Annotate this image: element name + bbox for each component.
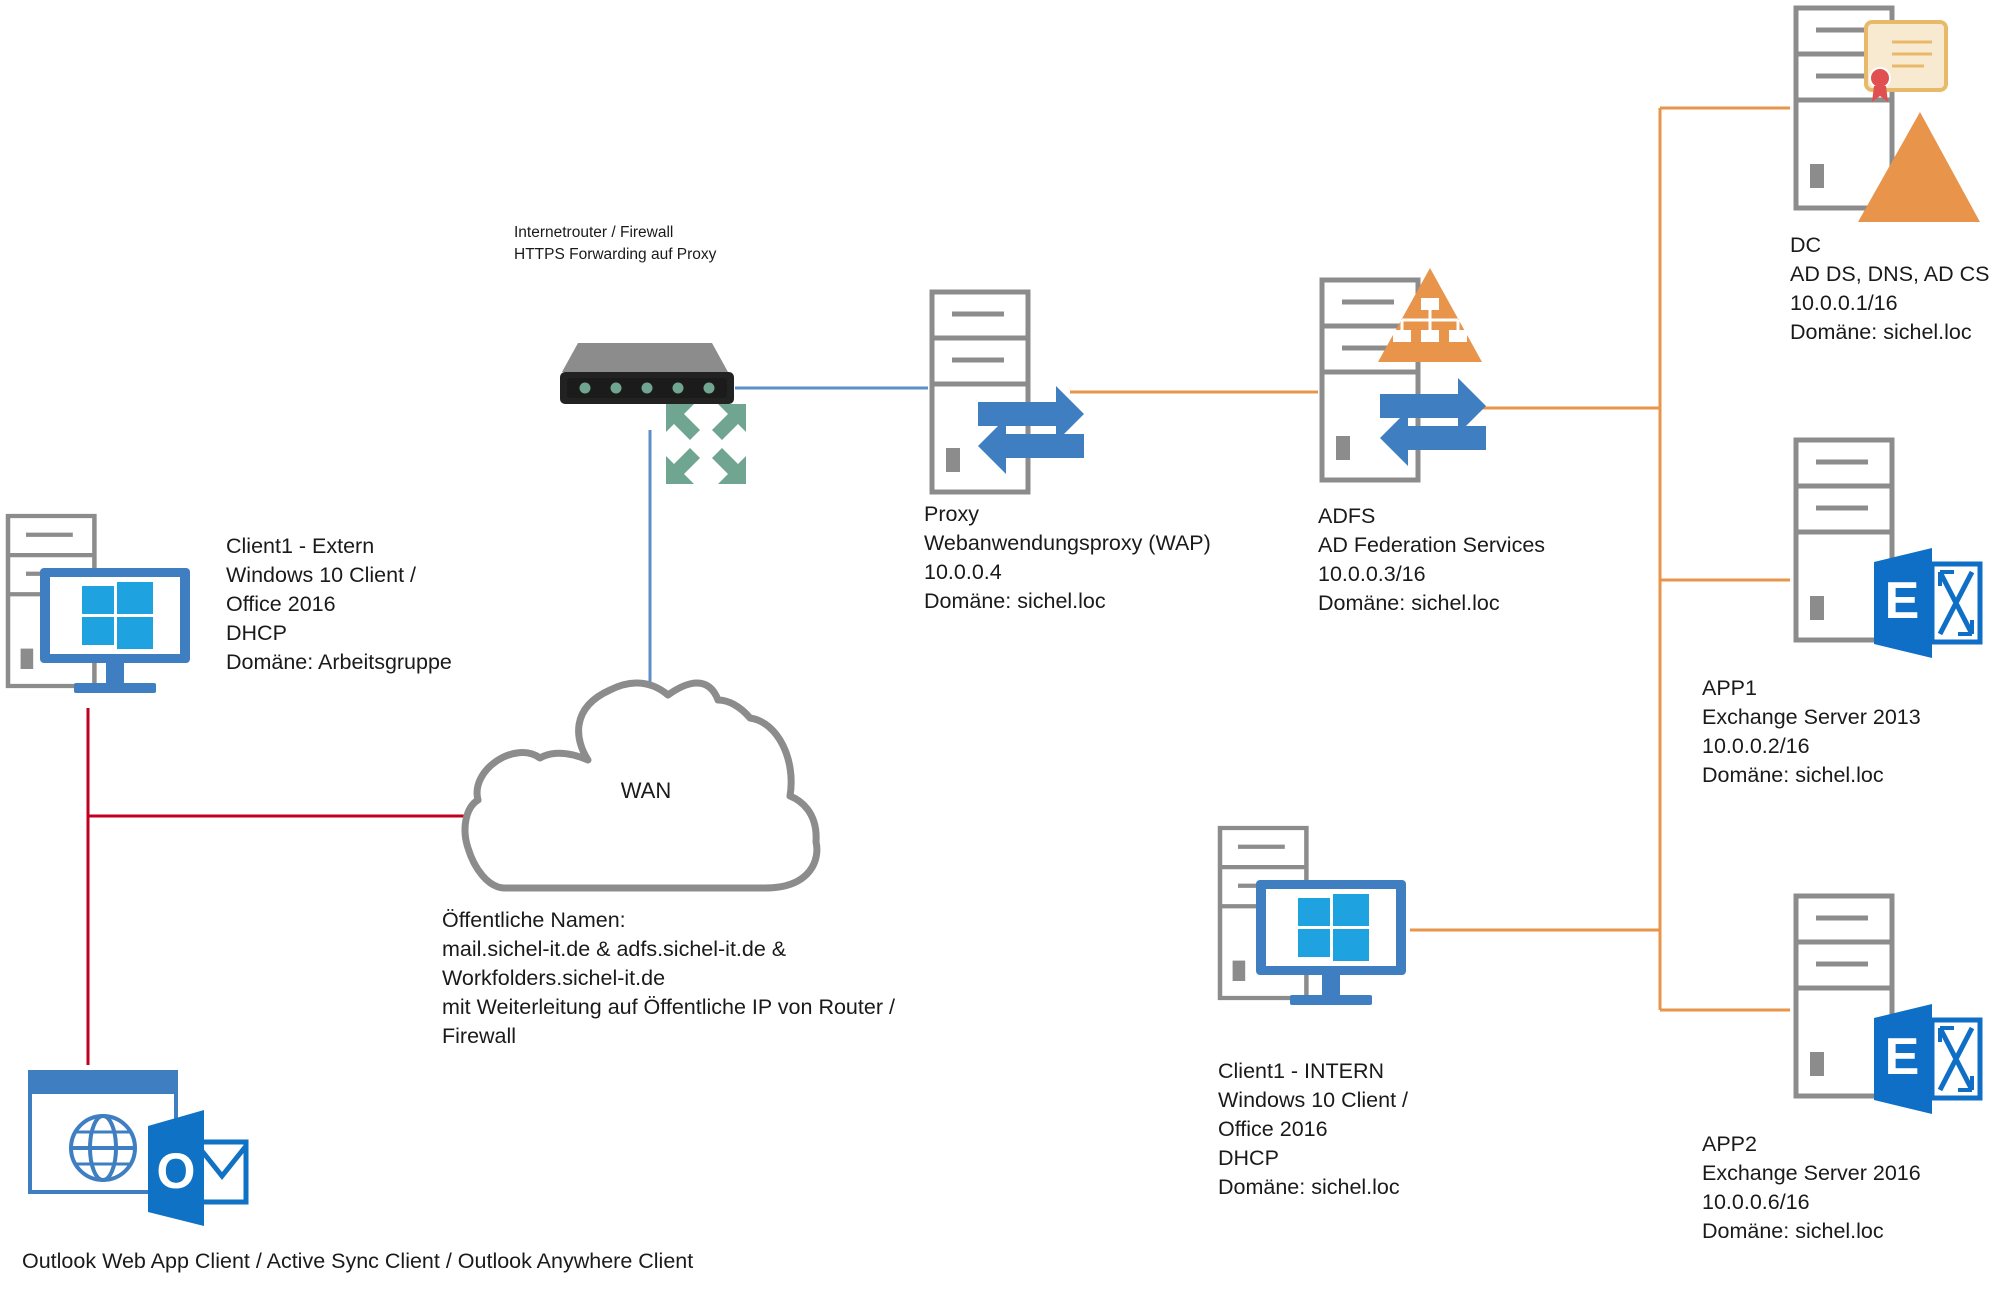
client-intern-label-line: Windows 10 Client / bbox=[1218, 1088, 1408, 1112]
adfs-label-line: AD Federation Services bbox=[1318, 533, 1546, 557]
ad-triangle-icon bbox=[1858, 112, 1980, 222]
proxy-server-icon bbox=[932, 292, 1028, 492]
client-extern-label-line: Client1 - Extern bbox=[226, 534, 375, 558]
wan-names-line: mit Weiterleitung auf Öffentliche IP von… bbox=[442, 995, 895, 1019]
client-intern-label-line: Client1 - INTERN bbox=[1218, 1059, 1385, 1083]
adfs-label-line: Domäne: sichel.loc bbox=[1318, 591, 1500, 615]
router-label-line: Internetrouter / Firewall bbox=[514, 224, 674, 241]
router-label-line: HTTPS Forwarding auf Proxy bbox=[514, 246, 717, 263]
dc-label-line: AD DS, DNS, AD CS bbox=[1790, 262, 1990, 286]
app2-exchange-icon: E bbox=[1874, 1004, 1980, 1114]
client-intern-label-line: DHCP bbox=[1218, 1146, 1279, 1170]
router-icon bbox=[560, 343, 734, 404]
outlook-icon: O bbox=[148, 1110, 249, 1226]
adfs-hierarchy-icon bbox=[1378, 268, 1482, 362]
outlook-letter: O bbox=[157, 1143, 196, 1199]
outlook-client-label: Outlook Web App Client / Active Sync Cli… bbox=[22, 1247, 693, 1276]
adfs-label-line: 10.0.0.3/16 bbox=[1318, 562, 1426, 586]
app1-label-line: APP1 bbox=[1702, 676, 1757, 700]
adfs-label-line: ADFS bbox=[1318, 504, 1376, 528]
app2-label-line: Domäne: sichel.loc bbox=[1702, 1219, 1884, 1243]
wan-label: WAN bbox=[621, 778, 672, 803]
client-extern-label: Client1 - Extern Windows 10 Client / Off… bbox=[226, 532, 452, 677]
client-intern-label: Client1 - INTERN Windows 10 Client / Off… bbox=[1218, 1057, 1408, 1202]
app1-exchange-icon: E bbox=[1874, 548, 1980, 658]
wan-names-line: Öffentliche Namen: bbox=[442, 908, 626, 932]
adfs-label: ADFS AD Federation Services 10.0.0.3/16 … bbox=[1318, 502, 1545, 618]
wan-names-line: Firewall bbox=[442, 1024, 517, 1048]
client-extern-label-line: Office 2016 bbox=[226, 592, 336, 616]
app1-label: APP1 Exchange Server 2013 10.0.0.2/16 Do… bbox=[1702, 674, 1921, 790]
client-intern-label-line: Office 2016 bbox=[1218, 1117, 1328, 1141]
app2-label: APP2 Exchange Server 2016 10.0.0.6/16 Do… bbox=[1702, 1130, 1921, 1246]
certificate-icon bbox=[1864, 20, 1948, 102]
app2-label-line: 10.0.0.6/16 bbox=[1702, 1190, 1810, 1214]
proxy-label: Proxy Webanwendungsproxy (WAP) 10.0.0.4 … bbox=[924, 500, 1211, 616]
proxy-label-line: Webanwendungsproxy (WAP) bbox=[924, 531, 1211, 555]
dc-label-line: DC bbox=[1790, 233, 1822, 257]
app2-label-line: APP2 bbox=[1702, 1132, 1757, 1156]
dc-label: DC AD DS, DNS, AD CS 10.0.0.1/16 Domäne:… bbox=[1790, 231, 1990, 347]
proxy-label-line: Proxy bbox=[924, 502, 979, 526]
client-extern-label-line: Windows 10 Client / bbox=[226, 563, 416, 587]
router-label: Internetrouter / Firewall HTTPS Forwardi… bbox=[514, 222, 716, 266]
wan-names-line: mail.sichel-it.de & adfs.sichel-it.de & bbox=[442, 937, 787, 961]
dc-label-line: 10.0.0.1/16 bbox=[1790, 291, 1898, 315]
outlook-client-label-text: Outlook Web App Client / Active Sync Cli… bbox=[22, 1249, 694, 1273]
app2-label-line: Exchange Server 2016 bbox=[1702, 1161, 1921, 1185]
app1-label-line: Domäne: sichel.loc bbox=[1702, 763, 1884, 787]
proxy-label-line: Domäne: sichel.loc bbox=[924, 589, 1106, 613]
firewall-expand-icon bbox=[666, 404, 746, 484]
exchange-letter: E bbox=[1885, 572, 1920, 630]
app1-label-line: 10.0.0.2/16 bbox=[1702, 734, 1810, 758]
dc-label-line: Domäne: sichel.loc bbox=[1790, 320, 1972, 344]
proxy-label-line: 10.0.0.4 bbox=[924, 560, 1002, 584]
client-extern-label-line: Domäne: Arbeitsgruppe bbox=[226, 650, 452, 674]
wan-cloud-icon bbox=[461, 679, 821, 892]
wan-names-line: Workfolders.sichel-it.de bbox=[442, 966, 666, 990]
client-intern-label-line: Domäne: sichel.loc bbox=[1218, 1175, 1400, 1199]
client-extern-label-line: DHCP bbox=[226, 621, 287, 645]
app1-label-line: Exchange Server 2013 bbox=[1702, 705, 1921, 729]
wan-names-label: Öffentliche Namen: mail.sichel-it.de & a… bbox=[442, 906, 895, 1051]
exchange-letter: E bbox=[1885, 1028, 1920, 1086]
